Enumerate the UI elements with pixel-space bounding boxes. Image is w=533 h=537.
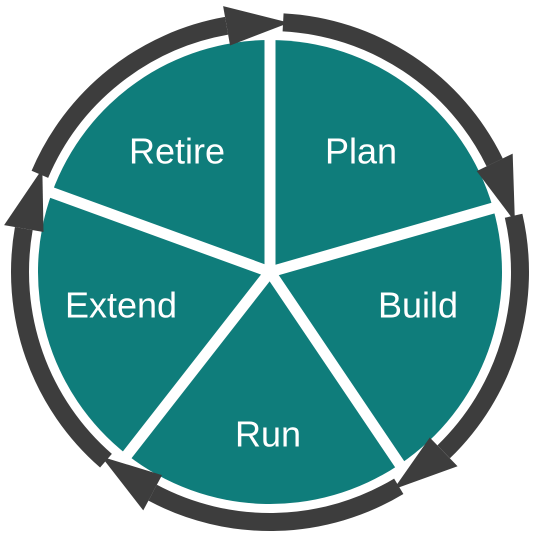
stage-segment-retire (51, 40, 271, 272)
stage-segment-plan (270, 40, 494, 272)
stage-segment-extend (37, 192, 270, 455)
arrow-head-icon (476, 153, 515, 222)
cycle-arrow-arc (148, 478, 404, 531)
arrow-head-icon (101, 456, 163, 511)
stage-label-retire: Retire (129, 131, 225, 172)
stage-segment-build (270, 208, 502, 465)
stage-label-build: Build (378, 285, 458, 326)
cycle-arrow-arc (31, 16, 229, 178)
stage-labels-layer: Plan Build Run Extend Retire (65, 131, 458, 455)
arrow-head-icon (4, 168, 44, 233)
stage-label-run: Run (235, 414, 301, 455)
segment-divider (265, 268, 422, 493)
cycle-arrows-layer (4, 6, 529, 531)
cycle-arrow-arc (437, 213, 529, 459)
segment-divider (268, 194, 524, 278)
stage-label-extend: Extend (65, 285, 177, 326)
cycle-arrow-arc (282, 13, 503, 167)
stage-label-plan: Plan (325, 131, 397, 172)
segment-divider (21, 177, 272, 278)
arrow-head-icon (223, 6, 290, 46)
cycle-arrow-arc (11, 227, 112, 468)
segment-divider (104, 268, 275, 482)
arrow-head-icon (393, 437, 458, 490)
segments-layer (21, 10, 524, 504)
stage-segment-run (127, 272, 400, 504)
